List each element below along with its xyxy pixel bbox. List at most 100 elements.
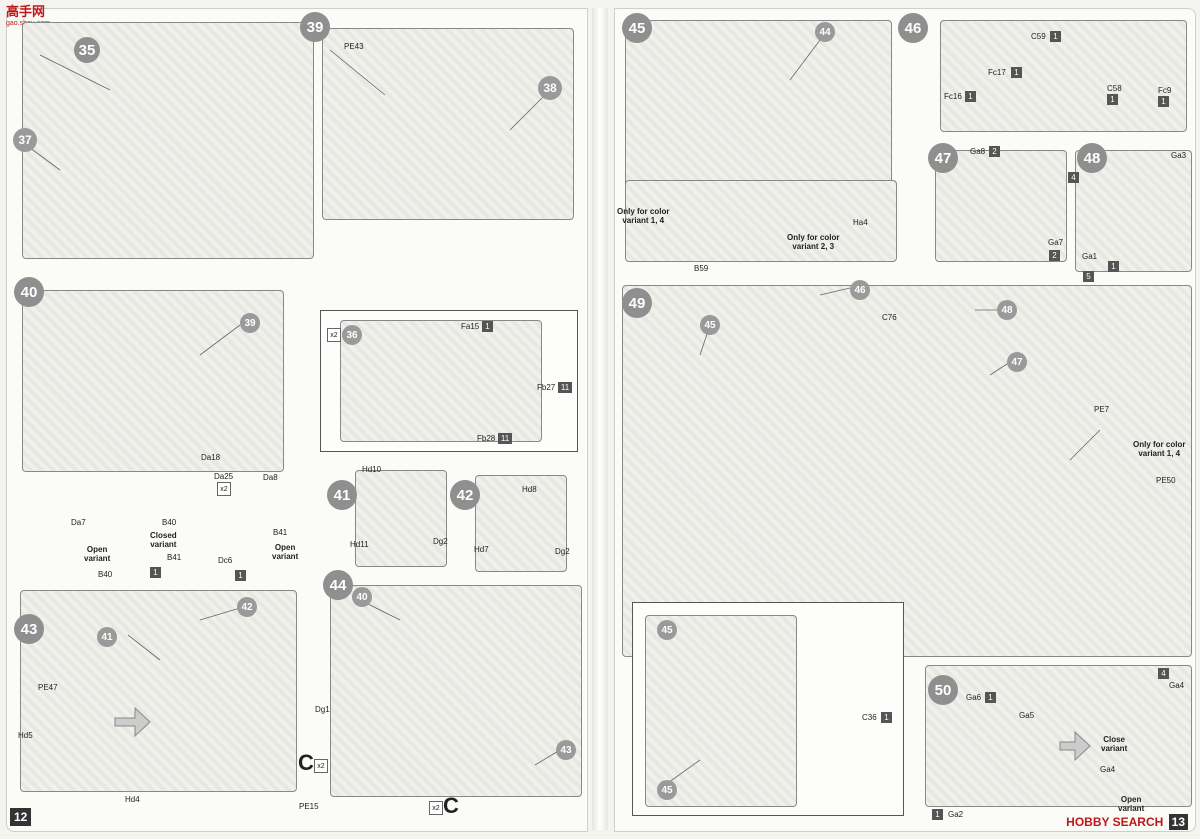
subassembly-callout: 43 (556, 740, 576, 760)
x2-quantity-icon: x2 (314, 759, 328, 773)
step-number: 37 (13, 128, 37, 152)
part-label: Da8 (263, 473, 278, 482)
quantity-badge: 2 (1049, 250, 1060, 261)
step-number: 41 (327, 480, 357, 510)
x2-quantity-icon: x2 (429, 801, 443, 815)
color-variant-note: Only for color variant 2, 3 (787, 233, 840, 251)
subassembly-callout: 45 (657, 620, 677, 640)
part-label: Fa15 (461, 322, 480, 331)
subassembly-callout: 47 (1007, 352, 1027, 372)
drawing-step-36-parts (340, 320, 542, 442)
close-variant-note: Close variant (1101, 735, 1128, 753)
drawing-step-47 (935, 150, 1067, 262)
part-label: B40 (162, 518, 177, 527)
quantity-badge: 1 (1050, 31, 1061, 42)
step-number: 40 (14, 277, 44, 307)
quantity-badge: 1 (932, 809, 943, 820)
subassembly-callout: 42 (237, 597, 257, 617)
drawing-step-49-detail (645, 615, 797, 807)
color-variant-note: Only for color variant 1, 4 (617, 207, 670, 225)
quantity-badge: 4 (1158, 668, 1169, 679)
step-number: 44 (323, 570, 353, 600)
part-label: Fb28 (477, 434, 496, 443)
subassembly-callout: 36 (342, 325, 362, 345)
quantity-badge: 2 (989, 146, 1000, 157)
subassembly-callout: 46 (850, 280, 870, 300)
part-label: Hd11 (350, 540, 369, 549)
part-label: Ha4 (853, 218, 868, 227)
quantity-badge: 1 (235, 570, 246, 581)
open-variant-note: Open variant (84, 545, 111, 563)
quantity-badge: 11 (558, 382, 572, 393)
subassembly-callout: 41 (97, 627, 117, 647)
subassembly-callout: 45 (657, 780, 677, 800)
part-label: Hd7 (474, 545, 489, 554)
part-label: Fc17 (988, 68, 1006, 77)
step-number: 39 (300, 12, 330, 42)
part-label: B40 (98, 570, 113, 579)
quantity-badge: 1 (1107, 94, 1118, 105)
quantity-badge: 1 (965, 91, 976, 102)
page-gutter (592, 8, 608, 830)
part-label: Hd8 (522, 485, 537, 494)
step-number: 42 (450, 480, 480, 510)
subassembly-callout: 45 (700, 315, 720, 335)
quantity-badge: 1 (1011, 67, 1022, 78)
drawing-step-50 (925, 665, 1192, 807)
part-label: Ga3 (1171, 151, 1187, 160)
part-label: Dg2 (433, 537, 448, 546)
drawing-step-42 (475, 475, 567, 572)
part-label: C76 (882, 313, 897, 322)
part-label: Ga4 (1100, 765, 1116, 774)
part-label: PE15 (299, 802, 319, 811)
page-number-left: 12 (10, 808, 32, 826)
drawing-step-39 (322, 28, 574, 220)
drawing-step-44 (330, 585, 582, 797)
part-label: Fc9 (1158, 86, 1172, 95)
part-label: B41 (167, 553, 182, 562)
part-label: C59 (1031, 32, 1046, 41)
open-variant-note: Open variant (272, 543, 299, 561)
quantity-badge: 5 (1083, 271, 1094, 282)
quantity-badge: 4 (1068, 172, 1079, 183)
drawing-step-35 (22, 22, 314, 259)
x2-quantity-icon: x2 (217, 482, 231, 496)
part-label: Ga7 (1048, 238, 1064, 247)
quantity-badge: 1 (985, 692, 996, 703)
part-label: PE43 (344, 42, 364, 51)
subassembly-callout: 48 (997, 300, 1017, 320)
part-label: Dg2 (555, 547, 570, 556)
open-variant-note: Open variant (1118, 795, 1145, 813)
quantity-badge: 1 (1158, 96, 1169, 107)
part-label: Da7 (71, 518, 86, 527)
part-label: C58 (1107, 84, 1122, 93)
quantity-badge: 11 (498, 433, 512, 444)
part-label: PE47 (38, 683, 58, 692)
x2-quantity-icon: x2 (327, 328, 341, 342)
drawing-step-41 (355, 470, 447, 567)
step-number: 50 (928, 675, 958, 705)
part-label: Fc16 (944, 92, 962, 101)
cement-letter-c: C (443, 793, 459, 818)
quantity-badge: 1 (881, 712, 892, 723)
cement-letter-c: C (298, 750, 314, 775)
step-number: 45 (622, 13, 652, 43)
step-number: 49 (622, 288, 652, 318)
drawing-step-49 (622, 285, 1192, 657)
part-label: Dg1 (315, 705, 330, 714)
quantity-badge: 1 (482, 321, 493, 332)
part-label: Ga4 (1169, 681, 1185, 690)
step-number: 35 (74, 37, 100, 63)
part-label: Ga2 (948, 810, 964, 819)
part-label: Ga5 (1019, 711, 1035, 720)
step-number: 38 (538, 76, 562, 100)
drawing-step-45 (625, 20, 892, 207)
part-label: PE7 (1094, 405, 1110, 414)
drawing-step-45-fenders (625, 180, 897, 262)
drawing-step-43 (20, 590, 297, 792)
part-label: Hd4 (125, 795, 140, 804)
part-label: Dc6 (218, 556, 233, 565)
hobby-search-watermark: HOBBY SEARCH 13 (1066, 814, 1188, 830)
step-number: 46 (898, 13, 928, 43)
drawing-step-46 (940, 20, 1187, 132)
